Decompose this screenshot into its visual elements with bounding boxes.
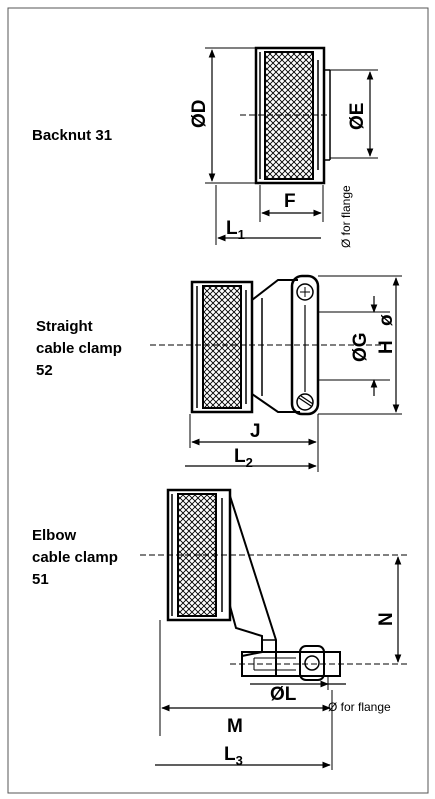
straight-clamp-drawing bbox=[150, 274, 402, 472]
dim-l1-letter: L bbox=[226, 218, 238, 239]
dim-l1-label: L1 bbox=[226, 218, 245, 242]
straight-clamp-label-line2: cable clamp bbox=[36, 340, 122, 357]
dim-l2-label: L2 bbox=[234, 446, 253, 470]
dim-l1-subscript: 1 bbox=[238, 227, 245, 242]
elbow-clamp-drawing bbox=[140, 488, 410, 770]
dim-g-label: ØG bbox=[350, 332, 371, 362]
dim-f-label: F bbox=[284, 191, 296, 212]
dim-el-diameter-label: ØL bbox=[270, 684, 297, 705]
page-border bbox=[7, 7, 429, 794]
dim-l3-subscript: 3 bbox=[236, 753, 243, 768]
elbow-clamp-label-line1: Elbow bbox=[32, 527, 76, 544]
dim-l2-subscript: 2 bbox=[246, 455, 253, 470]
dim-n-label: N bbox=[376, 612, 397, 626]
straight-clamp-label-line3: 52 bbox=[36, 362, 53, 379]
dim-l2-letter: L bbox=[234, 446, 246, 467]
dim-e-label: ØE bbox=[347, 103, 368, 130]
backnut-drawing bbox=[205, 46, 378, 245]
straight-clamp-label-line1: Straight bbox=[36, 318, 93, 335]
dim-j-label: J bbox=[250, 421, 261, 442]
backnut-label: Backnut 31 bbox=[32, 127, 112, 144]
elbow-clamp-label-line2: cable clamp bbox=[32, 549, 118, 566]
dim-h-diameter-symbol: ø bbox=[376, 314, 397, 326]
dim-h-label: H bbox=[376, 340, 397, 354]
flange-note-lower: Ø for flange bbox=[328, 700, 391, 714]
elbow-clamp-label-line3: 51 bbox=[32, 571, 49, 588]
dim-l3-letter: L bbox=[224, 744, 236, 765]
dim-l3-label: L3 bbox=[224, 744, 243, 768]
dim-m-label: M bbox=[227, 716, 243, 737]
flange-note-upper: Ø for flange bbox=[339, 185, 353, 248]
dim-d-label: ØD bbox=[189, 100, 210, 129]
